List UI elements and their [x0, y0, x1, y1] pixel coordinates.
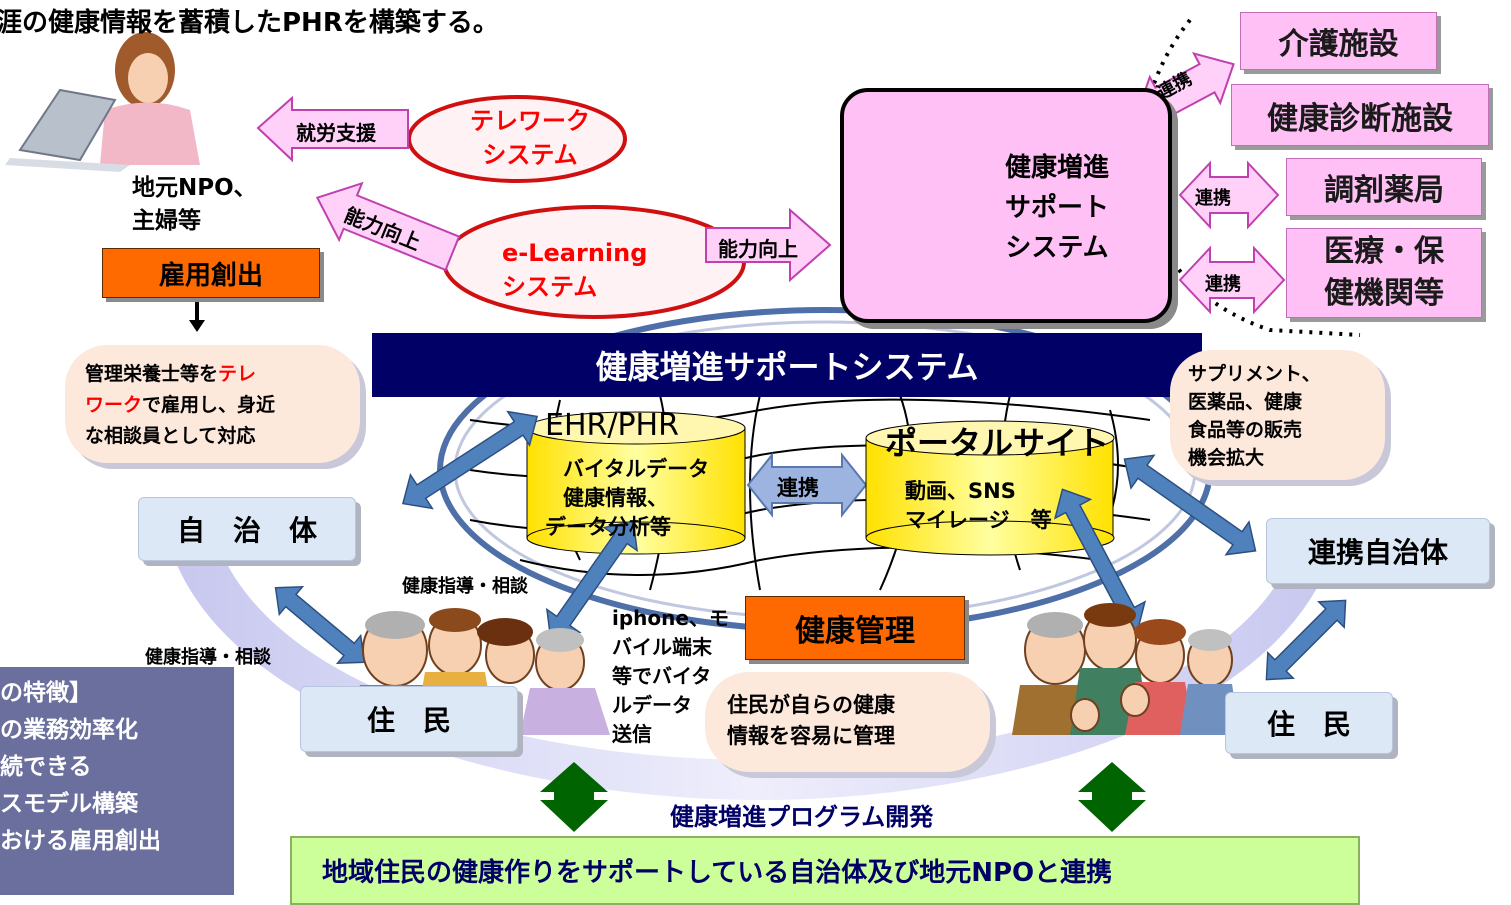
pharmacy-box: 調剤薬局: [1286, 158, 1482, 216]
ehr-phr-title: EHR/PHR: [545, 408, 679, 443]
medical-institution-box: 医療・保 健機関等: [1286, 228, 1482, 318]
telework-line2: システム: [482, 141, 578, 169]
health-management-box: 健康管理: [745, 596, 965, 660]
npo-label-line1: 地元NPO、: [132, 175, 257, 201]
employment-creation-box: 雇用創出: [102, 248, 320, 298]
support-line3: システム: [1005, 233, 1109, 263]
nutritionist-text-work: ワーク: [85, 394, 143, 416]
self-manage-callout: 住民が自らの健康 情報を容易に管理: [705, 672, 990, 772]
mobile-line4: ルデータ: [612, 693, 692, 717]
telework-line1: テレワーク: [470, 107, 590, 135]
arrow-skill-left: [315, 181, 461, 272]
program-development-label: 健康増進プログラム開発: [670, 803, 934, 831]
nutritionist-text-tele: テレ: [218, 363, 257, 385]
supplement-callout: サプリメント、 医薬品、健康 食品等の販売 機会拡大: [1170, 350, 1385, 480]
portal-title: ポータルサイト: [885, 424, 1110, 462]
ehr-detail: バイタルデータ 健康情報、 データ分析等: [545, 455, 709, 542]
portal-line2: マイレージ 等: [905, 508, 1052, 532]
supplement-line1: サプリメント、: [1188, 363, 1321, 385]
residents-right-box: 住 民: [1225, 692, 1393, 754]
green-arrow-left: [540, 762, 608, 832]
support-line1: 健康増進: [1005, 153, 1110, 183]
coop-label-2: 連携: [1195, 188, 1231, 209]
support-system-card: [840, 88, 1172, 323]
health-guidance-label-2: 健康指導・相談: [145, 647, 271, 668]
arrow-skill-right: [705, 207, 832, 283]
medical-line1: 医療・保: [1324, 234, 1444, 269]
supplement-line3: 食品等の販売: [1188, 419, 1303, 441]
blue-arrow-2: [545, 520, 639, 640]
ehr-cylinder: [526, 411, 746, 555]
woman-with-laptop-illustration: [5, 32, 200, 172]
nutritionist-callout: 管理栄養士等をテレ ワークで雇用し、身近 な相談員として対応: [65, 345, 360, 463]
skill-up-right-label: 能力向上: [718, 237, 798, 261]
features-panel: の特徴】 の業務効率化 続できる スモデル構築 おける雇用創出: [0, 667, 234, 895]
self-manage-line2: 情報を容易に管理: [727, 724, 895, 748]
support-line2: サポート: [1005, 193, 1110, 223]
green-arrow-right: [1078, 762, 1146, 832]
features-line3: 続できる: [0, 754, 92, 780]
arrow-coop-2: [1178, 160, 1280, 230]
checkup-facility-box: 健康診断施設: [1231, 84, 1489, 146]
coop-label-3: 連携: [1205, 274, 1241, 295]
support-system-label: 健康増進 サポート システム: [1005, 148, 1109, 268]
care-facility-box: 介護施設: [1240, 12, 1437, 70]
nutritionist-text-post: で雇用し、身近: [142, 394, 276, 416]
mobile-line5: 送信: [612, 722, 652, 746]
blue-arrow-1: [401, 410, 539, 510]
coop-center-label: 連携: [777, 476, 819, 500]
residents-left-box: 住 民: [300, 686, 518, 752]
elearning-system-label: e-Learning システム: [502, 236, 647, 304]
job-support-label: 就労支援: [296, 121, 376, 145]
features-line5: おける雇用創出: [0, 828, 161, 854]
features-line2: の業務効率化: [0, 717, 138, 743]
bottom-banner: 地域住民の健康作りをサポートしている自治体及び地元NPOと連携: [290, 836, 1360, 905]
telework-system-label: テレワーク システム: [470, 104, 590, 172]
ehr-line1: バイタルデータ: [563, 457, 710, 481]
mobile-line2: バイル端末: [612, 635, 712, 659]
elearning-line2: システム: [502, 273, 598, 301]
page-title: 生涯の健康情報を蓄積したPHRを構築する。: [0, 8, 499, 38]
portal-detail: 動画、SNS マイレージ 等: [905, 477, 1052, 535]
nutritionist-text-line3: な相談員として対応: [85, 425, 256, 447]
support-system-banner: 健康増進サポートシステム: [372, 333, 1202, 397]
arrow-coop-3: [1178, 245, 1286, 315]
mobile-line3: 等でバイタ: [612, 664, 712, 688]
npo-housewife-label: 地元NPO、 主婦等: [132, 172, 257, 238]
ehr-line2: 健康情報、: [563, 486, 668, 510]
npo-label-line2: 主婦等: [132, 208, 201, 234]
blue-arrow-6: [1265, 599, 1347, 681]
mobile-line1: iphone、モ: [612, 606, 729, 630]
blue-arrow-4: [1123, 454, 1257, 556]
ehr-line3: データ分析等: [545, 515, 671, 539]
nutritionist-text-pre: 管理栄養士等を: [85, 363, 219, 385]
features-line1: の特徴】: [0, 680, 92, 706]
arrow-job-support: [256, 95, 409, 163]
partner-municipality-box: 連携自治体: [1266, 518, 1490, 584]
family-right-illustration: [1012, 603, 1240, 735]
supplement-line2: 医薬品、健康: [1188, 391, 1303, 413]
supplement-line4: 機会拡大: [1188, 447, 1265, 469]
self-manage-line1: 住民が自らの健康: [727, 693, 895, 717]
mobile-note: iphone、モ バイル端末 等でバイタ ルデータ 送信: [612, 604, 729, 749]
municipality-box: 自 治 体: [138, 497, 356, 561]
elearning-line1: e-Learning: [502, 239, 648, 267]
features-line4: スモデル構築: [0, 791, 138, 817]
medical-line2: 健機関等: [1324, 276, 1444, 311]
portal-line1: 動画、SNS: [905, 479, 1016, 503]
health-guidance-label-1: 健康指導・相談: [402, 576, 528, 597]
